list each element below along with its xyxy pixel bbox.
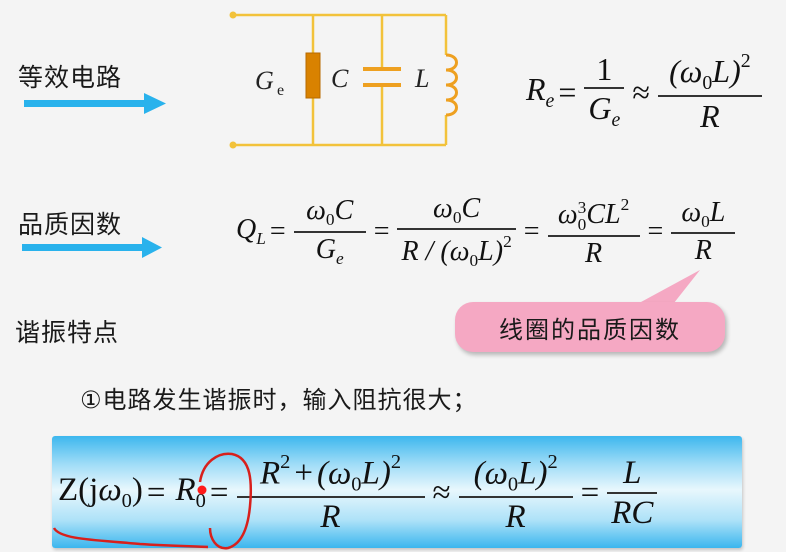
coil-quality-factor-callout: 线圈的品质因数 [455,302,725,352]
parallel-rlc-circuit: G e C L [229,11,458,149]
equivalent-circuit-label: 等效电路 [18,63,123,92]
capacitor-element [363,67,401,87]
circle-annotation [198,452,253,550]
resonance-features-label: 谐振特点 [15,318,120,347]
inductor-element [445,53,458,117]
re-formula: Re = 1 Ge ≈ (ω0L)2 R [526,44,766,140]
resonance-point-1: ①电路发生谐振时，输入阻抗很大； [80,386,478,414]
label-ge: G [255,66,274,95]
label-ge-sub: e [277,82,284,99]
conductance-element [305,52,321,99]
label-l: L [414,64,429,93]
right-arrow-icon [22,237,162,258]
quality-factor-label: 品质因数 [18,210,123,239]
right-arrow-icon [24,93,166,114]
impedance-formula: Z(jω0) = R0 = R2+(ω0L)2 R ≈ (ω0L)2 R = L… [58,440,661,546]
pointer-dot [197,485,207,495]
red-pen-annotation [52,452,253,550]
underline-annotation [52,527,209,549]
callout-tail [630,270,700,308]
terminal-bottom [229,141,237,149]
terminal-top [229,11,237,19]
label-c: C [331,64,349,93]
